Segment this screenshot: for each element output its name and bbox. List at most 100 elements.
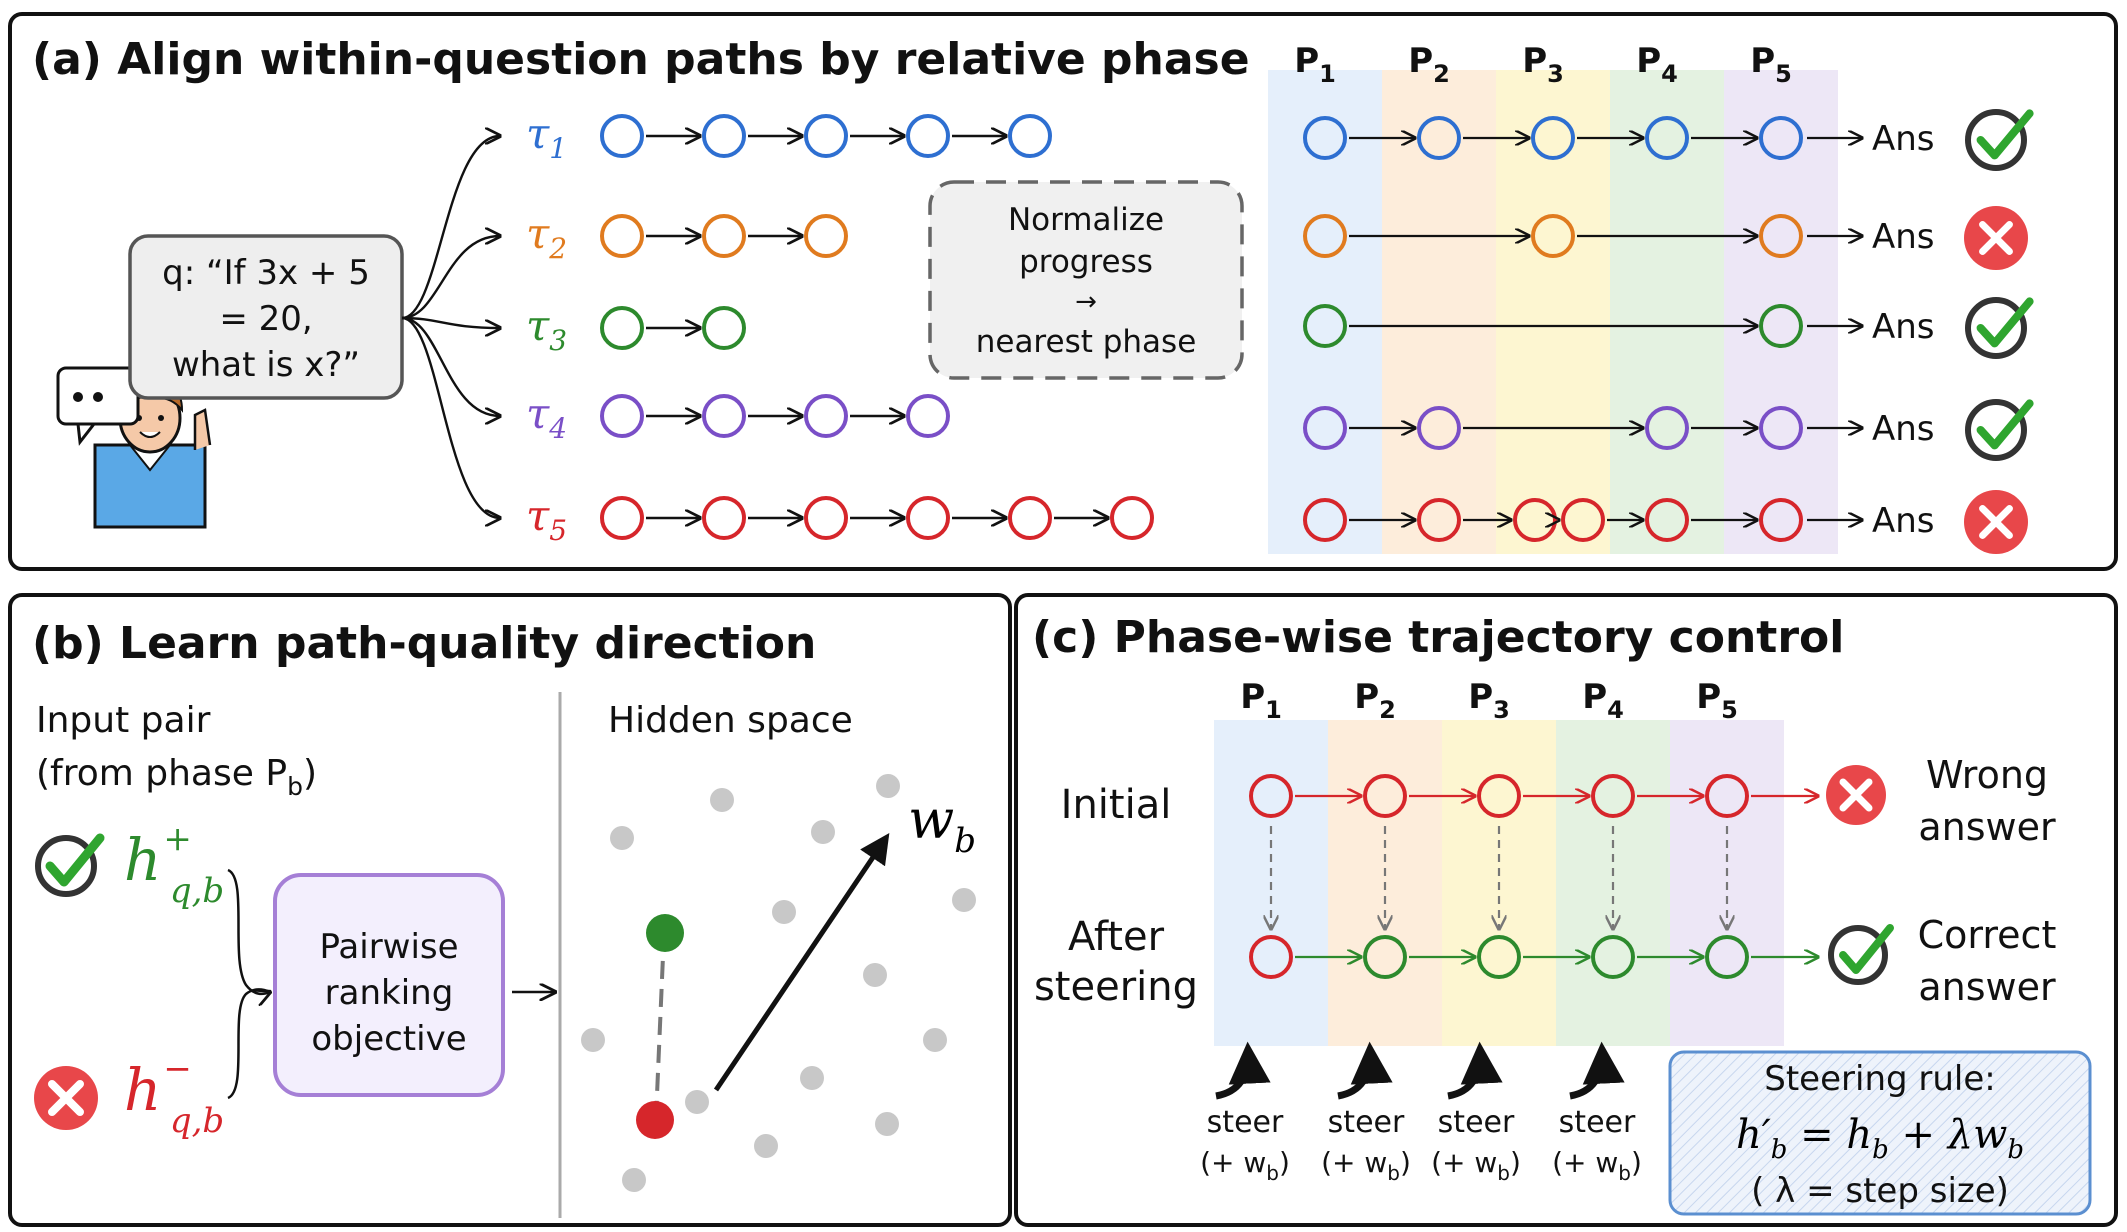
- hidden-space-points: [581, 774, 976, 1192]
- steer-sub: (+ wb): [1321, 1146, 1411, 1185]
- hidden-point: [610, 826, 634, 850]
- step-node: [600, 306, 644, 350]
- step-node: [906, 114, 950, 158]
- hidden-point: [875, 1112, 899, 1136]
- check-icon-mark: [1976, 109, 2034, 160]
- hidden-point: [754, 1134, 778, 1158]
- hidden-point: [863, 963, 887, 987]
- hidden-point: [710, 788, 734, 812]
- objective-line-1: Pairwise: [319, 927, 458, 967]
- steer-curve-arrow: [1337, 1041, 1393, 1100]
- answer-label: Ans: [1872, 409, 1935, 449]
- cross-icon-mark: [1979, 505, 2013, 539]
- path-label: τ1: [526, 109, 567, 165]
- wrong-answer-line-1: Wrong: [1926, 753, 2048, 797]
- steer-label: steer: [1559, 1105, 1636, 1140]
- hidden-point: [800, 1066, 824, 1090]
- answer-label: Ans: [1872, 501, 1935, 541]
- branch-arrow: [401, 136, 500, 320]
- after-label-line-1: After: [1068, 914, 1165, 960]
- aligned-node: [1561, 498, 1605, 542]
- pos-to-objective-connector: [227, 868, 270, 994]
- path-label: τ2: [526, 209, 567, 265]
- h-negative: h−q,b: [124, 1049, 224, 1141]
- steer-label: steer: [1438, 1105, 1515, 1140]
- step-node: [1008, 496, 1052, 540]
- aligned-node: [1759, 116, 1803, 160]
- aligned-node: [1303, 304, 1347, 348]
- negative-point: [636, 1101, 674, 1139]
- step-node: [804, 114, 848, 158]
- cross-icon: [1964, 206, 2028, 270]
- objective-line-2: ranking: [325, 973, 454, 1013]
- phase-band: [1724, 70, 1838, 554]
- aligned-node: [1513, 498, 1557, 542]
- hidden-point: [811, 820, 835, 844]
- steering-rule-title: Steering rule:: [1764, 1059, 1995, 1099]
- hidden-point: [622, 1168, 646, 1192]
- aligned-node: [1531, 214, 1575, 258]
- branch-arrow: [401, 316, 500, 328]
- hidden-point: [952, 888, 976, 912]
- aligned-node: [1417, 116, 1461, 160]
- steering-rule-note: ( λ = step size): [1751, 1171, 2009, 1211]
- step-node: [804, 394, 848, 438]
- step-node: [600, 496, 644, 540]
- question-line-1: q: “If 3x + 5: [162, 253, 370, 293]
- objective-line-3: objective: [311, 1019, 466, 1059]
- step-node: [702, 394, 746, 438]
- steer-curve-arrow: [1447, 1041, 1503, 1100]
- steer-curve-arrow: [1215, 1041, 1271, 1100]
- answer-label: Ans: [1872, 307, 1935, 347]
- step-node: [702, 306, 746, 350]
- check-icon: [1965, 109, 2034, 171]
- hidden-space-label: Hidden space: [608, 700, 853, 741]
- steered-node: [1363, 935, 1407, 979]
- branch-arrow: [401, 316, 500, 518]
- answer-label: Ans: [1872, 119, 1935, 159]
- normalize-line-3: →: [1075, 287, 1097, 317]
- wrong-answer-line-2: answer: [1918, 805, 2056, 849]
- objective-box: [273, 873, 505, 1097]
- step-node: [906, 394, 950, 438]
- steer-sub: (+ wb): [1431, 1146, 1521, 1185]
- aligned-node: [1417, 498, 1461, 542]
- initial-node: [1705, 774, 1749, 818]
- step-node: [906, 496, 950, 540]
- phase-header: P3: [1522, 41, 1564, 88]
- steer-label: steer: [1207, 1105, 1284, 1140]
- direction-arrow: [713, 833, 890, 1092]
- neg-to-objective-connector: [227, 988, 271, 1100]
- path-label: τ3: [526, 301, 567, 357]
- check-icon: [1828, 924, 1894, 985]
- panel-c-frame: [1014, 593, 2118, 1227]
- answer-label: Ans: [1872, 217, 1935, 257]
- path-label: τ5: [526, 491, 567, 547]
- aligned-node: [1531, 116, 1575, 160]
- aligned-node: [1645, 116, 1689, 160]
- aligned-node: [1645, 498, 1689, 542]
- steered-node: [1249, 935, 1293, 979]
- hidden-point: [685, 1090, 709, 1114]
- step-node: [702, 114, 746, 158]
- initial-node: [1249, 774, 1293, 818]
- phase-band: [1610, 70, 1724, 554]
- initial-node: [1477, 774, 1521, 818]
- steered-node: [1591, 935, 1635, 979]
- phase-band: [1496, 70, 1610, 554]
- steered-node: [1705, 935, 1749, 979]
- phase-header: P4: [1582, 677, 1624, 724]
- branch-arrow: [401, 316, 500, 416]
- step-node: [702, 496, 746, 540]
- steer-curve-arrow: [1569, 1041, 1625, 1100]
- branch-arrow: [401, 236, 500, 320]
- check-icon: [35, 833, 105, 897]
- input-pair-label: Input pair: [36, 700, 211, 741]
- correct-answer-line-2: answer: [1918, 965, 2056, 1009]
- initial-node: [1363, 774, 1407, 818]
- normalize-line-2: progress: [1019, 244, 1153, 280]
- input-pair-phase: (from phase Pb): [36, 753, 317, 801]
- initial-node: [1591, 774, 1635, 818]
- cross-icon: [34, 1066, 98, 1130]
